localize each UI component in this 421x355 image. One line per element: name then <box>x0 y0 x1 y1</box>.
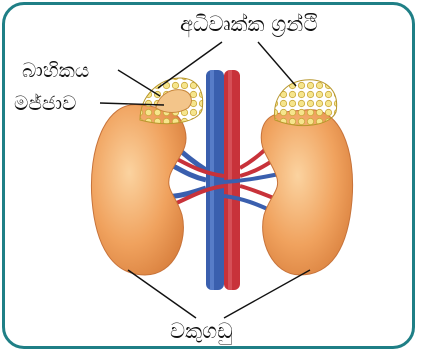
leader-kidney-left <box>128 270 196 318</box>
label-kidneys: වකුගඩු <box>170 321 233 342</box>
leader-cortex <box>118 70 160 96</box>
right-adrenal-gland <box>275 80 337 126</box>
leader-adrenal-right <box>258 42 296 86</box>
label-cortex: බාහිකය <box>22 60 89 80</box>
right-kidney <box>261 110 352 275</box>
left-kidney <box>91 105 186 275</box>
label-adrenal-gland: අධිවෘක්ක ග්‍රන්ථි <box>180 14 318 35</box>
label-medulla: මජ්ජාව <box>14 93 76 113</box>
vena-cava <box>206 70 224 290</box>
